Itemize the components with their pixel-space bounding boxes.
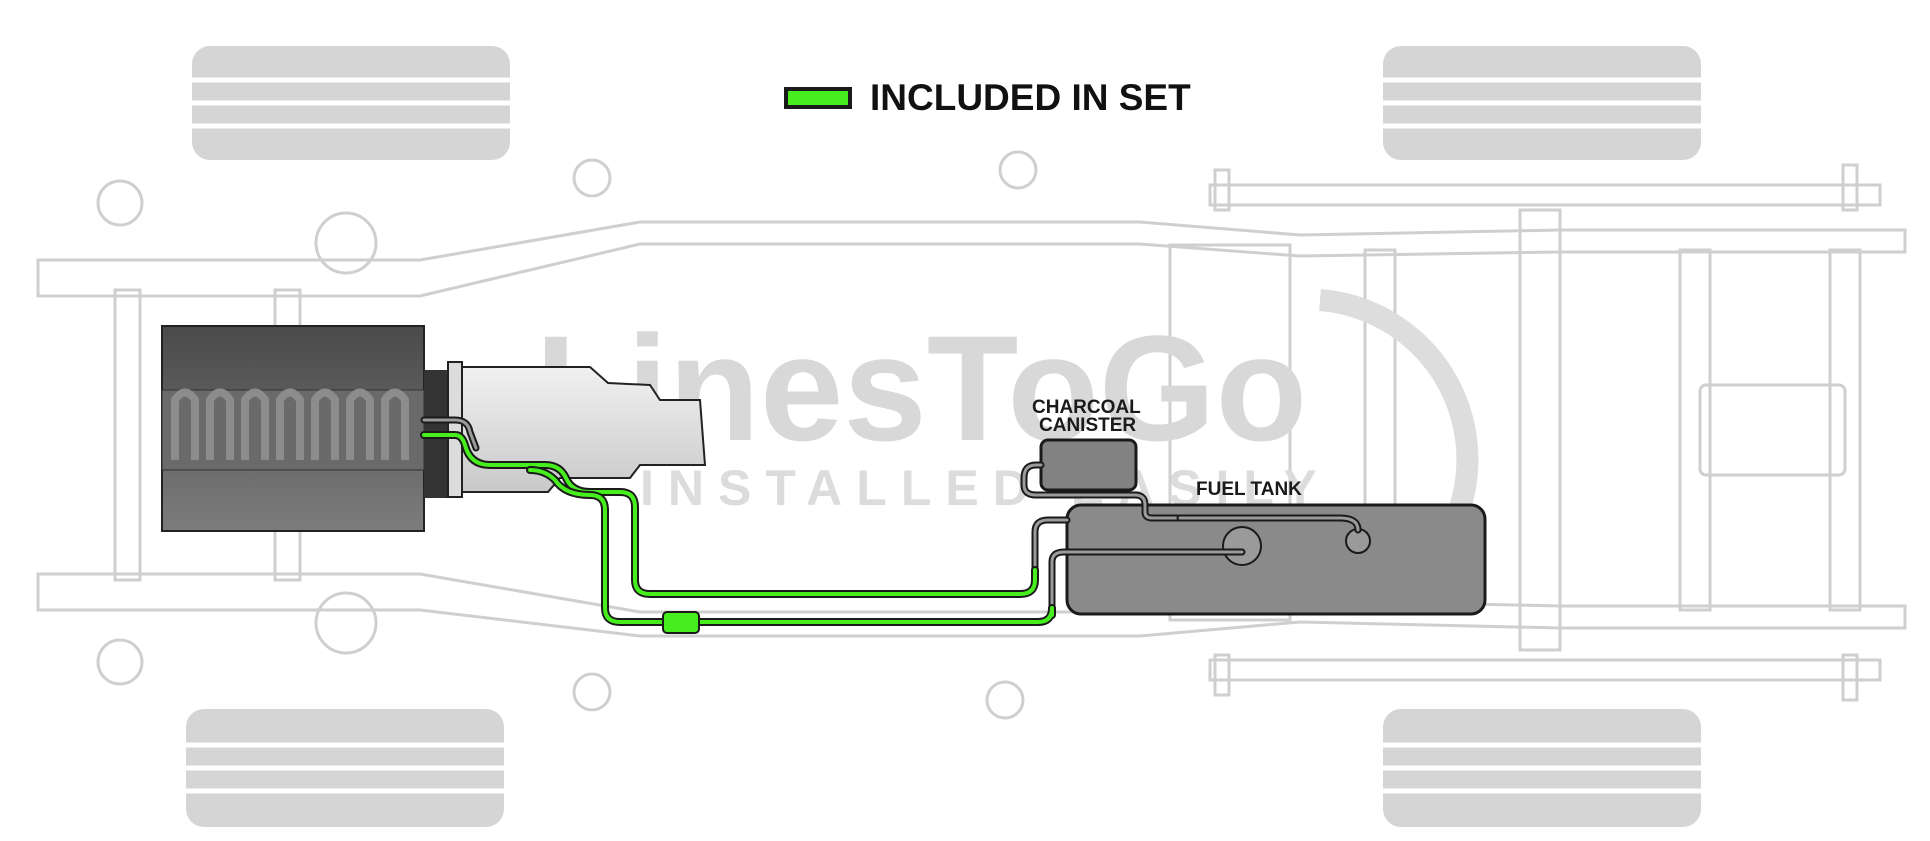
fuel-filter <box>662 611 700 634</box>
tire-front-left <box>192 46 510 160</box>
transmission <box>447 361 707 498</box>
charcoal-canister-label-line1: CHARCOAL <box>1032 397 1141 418</box>
tire-rear-left <box>1383 46 1701 160</box>
included-fuel-lines <box>420 431 1056 634</box>
fuel-sender-icon <box>1222 526 1262 566</box>
legend: INCLUDED IN SET <box>784 77 1191 118</box>
vehicle-frame <box>36 150 1907 720</box>
legend-swatch <box>784 87 852 109</box>
tire-rear-right <box>1383 709 1701 827</box>
charcoal-canister-label-line2: CANISTER <box>1039 415 1136 436</box>
charcoal-canister <box>1039 438 1138 492</box>
fuel-tank-label: FUEL TANK <box>1196 479 1302 500</box>
engine <box>161 325 448 532</box>
vapor-lines <box>420 416 1362 619</box>
tire-front-right <box>186 709 504 827</box>
legend-label: INCLUDED IN SET <box>870 77 1191 118</box>
